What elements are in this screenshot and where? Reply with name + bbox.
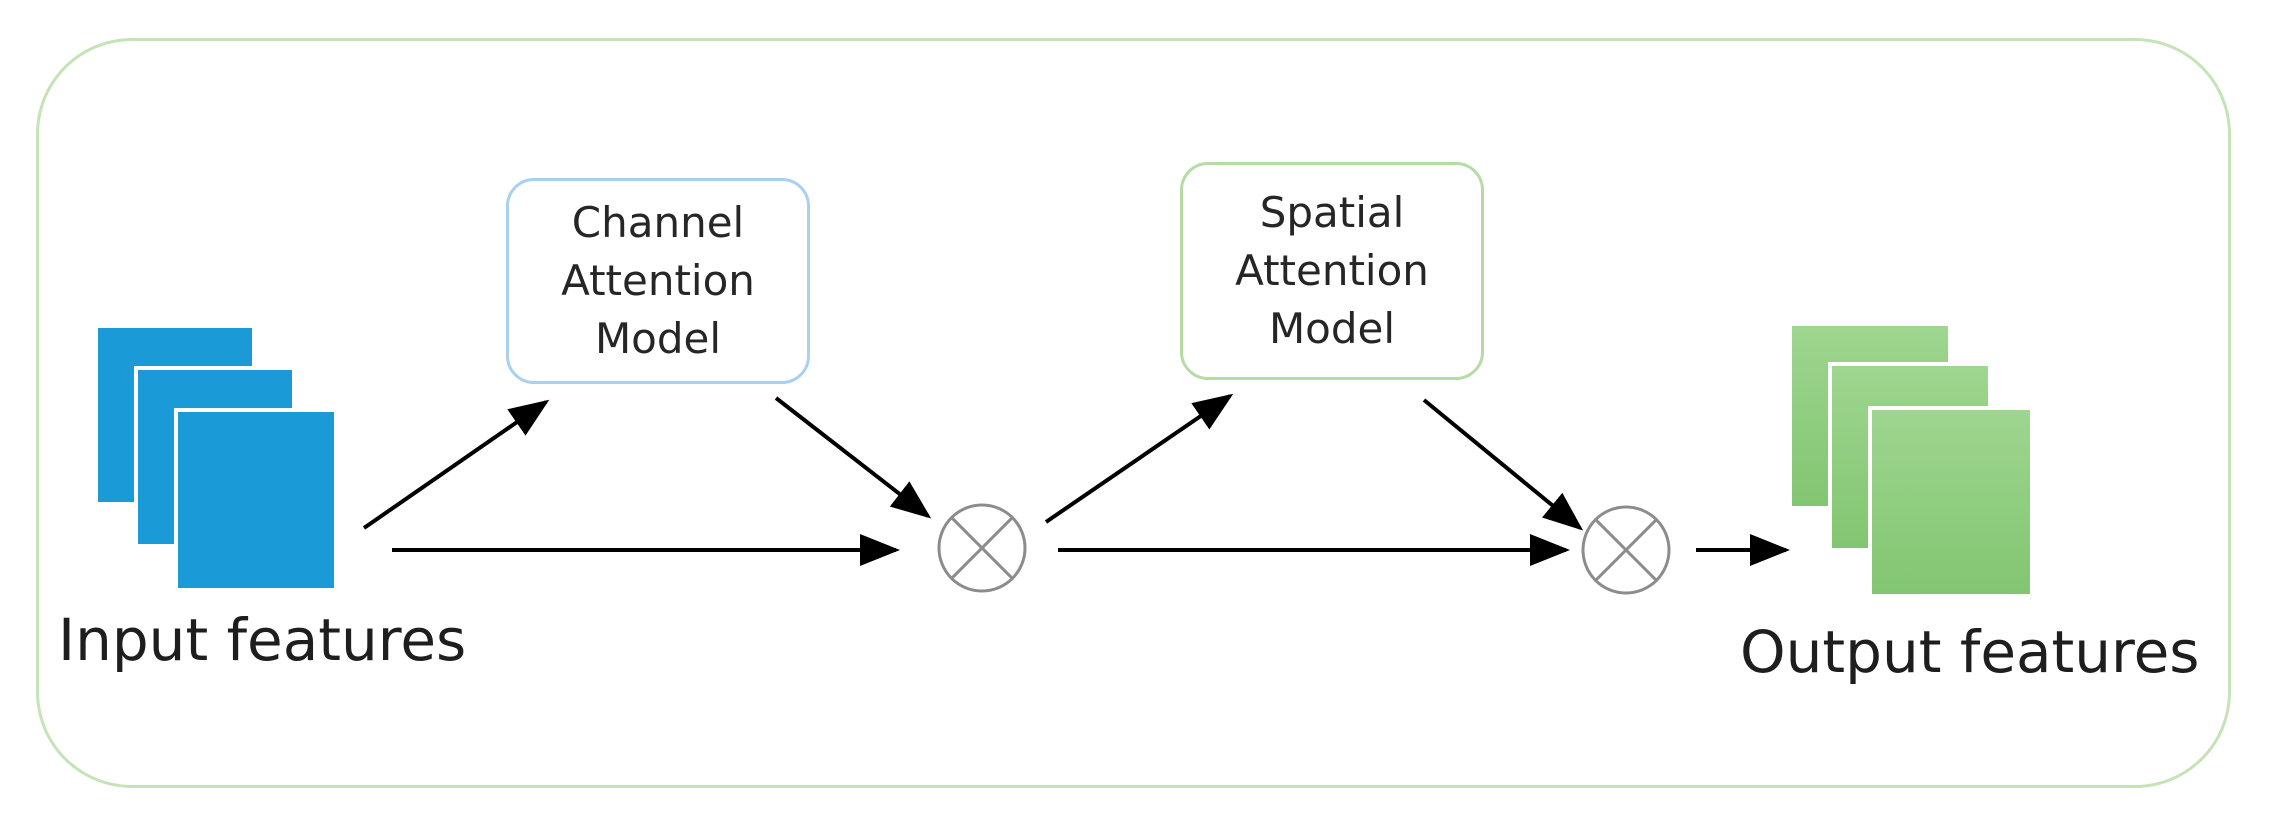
channel-attention-line-1: Channel (571, 198, 745, 247)
channel-attention-line-2: Attention (561, 256, 755, 305)
input-feature-stack-icon (94, 324, 338, 592)
arrow-multiply-1-to-spatial (1044, 393, 1234, 524)
spatial-attention-line-2: Attention (1235, 246, 1429, 295)
output-feature-stack-icon (1788, 322, 2034, 598)
input-features-caption: Input features (58, 606, 467, 674)
diagram-frame (36, 38, 2231, 788)
spatial-attention-line-3: Model (1268, 304, 1396, 353)
arrow-channel-to-multiply-1 (774, 396, 932, 519)
multiply-circle-icon (937, 503, 1027, 593)
output-features-caption: Output features (1740, 618, 2200, 686)
channel-attention-line-3: Model (594, 314, 722, 363)
multiply-circle-icon (1581, 505, 1671, 595)
spatial-attention-box: Spatial Attention Model (1180, 162, 1484, 380)
arrow-input-to-channel (362, 399, 550, 530)
spatial-attention-line-1: Spatial (1259, 188, 1405, 237)
channel-attention-box: Channel Attention Model (506, 178, 810, 384)
arrow-spatial-to-multiply-2 (1422, 398, 1584, 531)
